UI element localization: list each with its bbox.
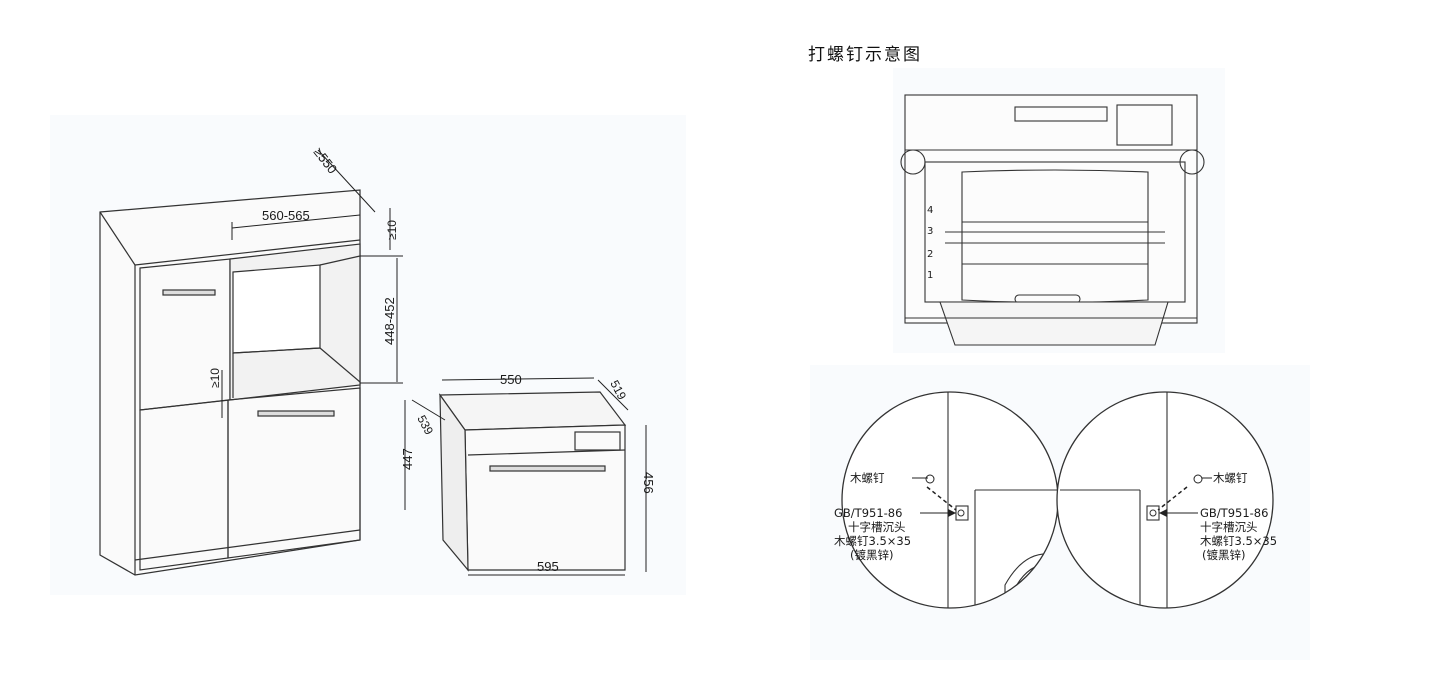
figure-title: 打螺钉示意图 xyxy=(808,45,922,65)
cabinet-diagram-panel xyxy=(50,115,686,595)
screw-detail-panel xyxy=(810,365,1310,660)
oven-front-view-panel xyxy=(893,68,1225,353)
